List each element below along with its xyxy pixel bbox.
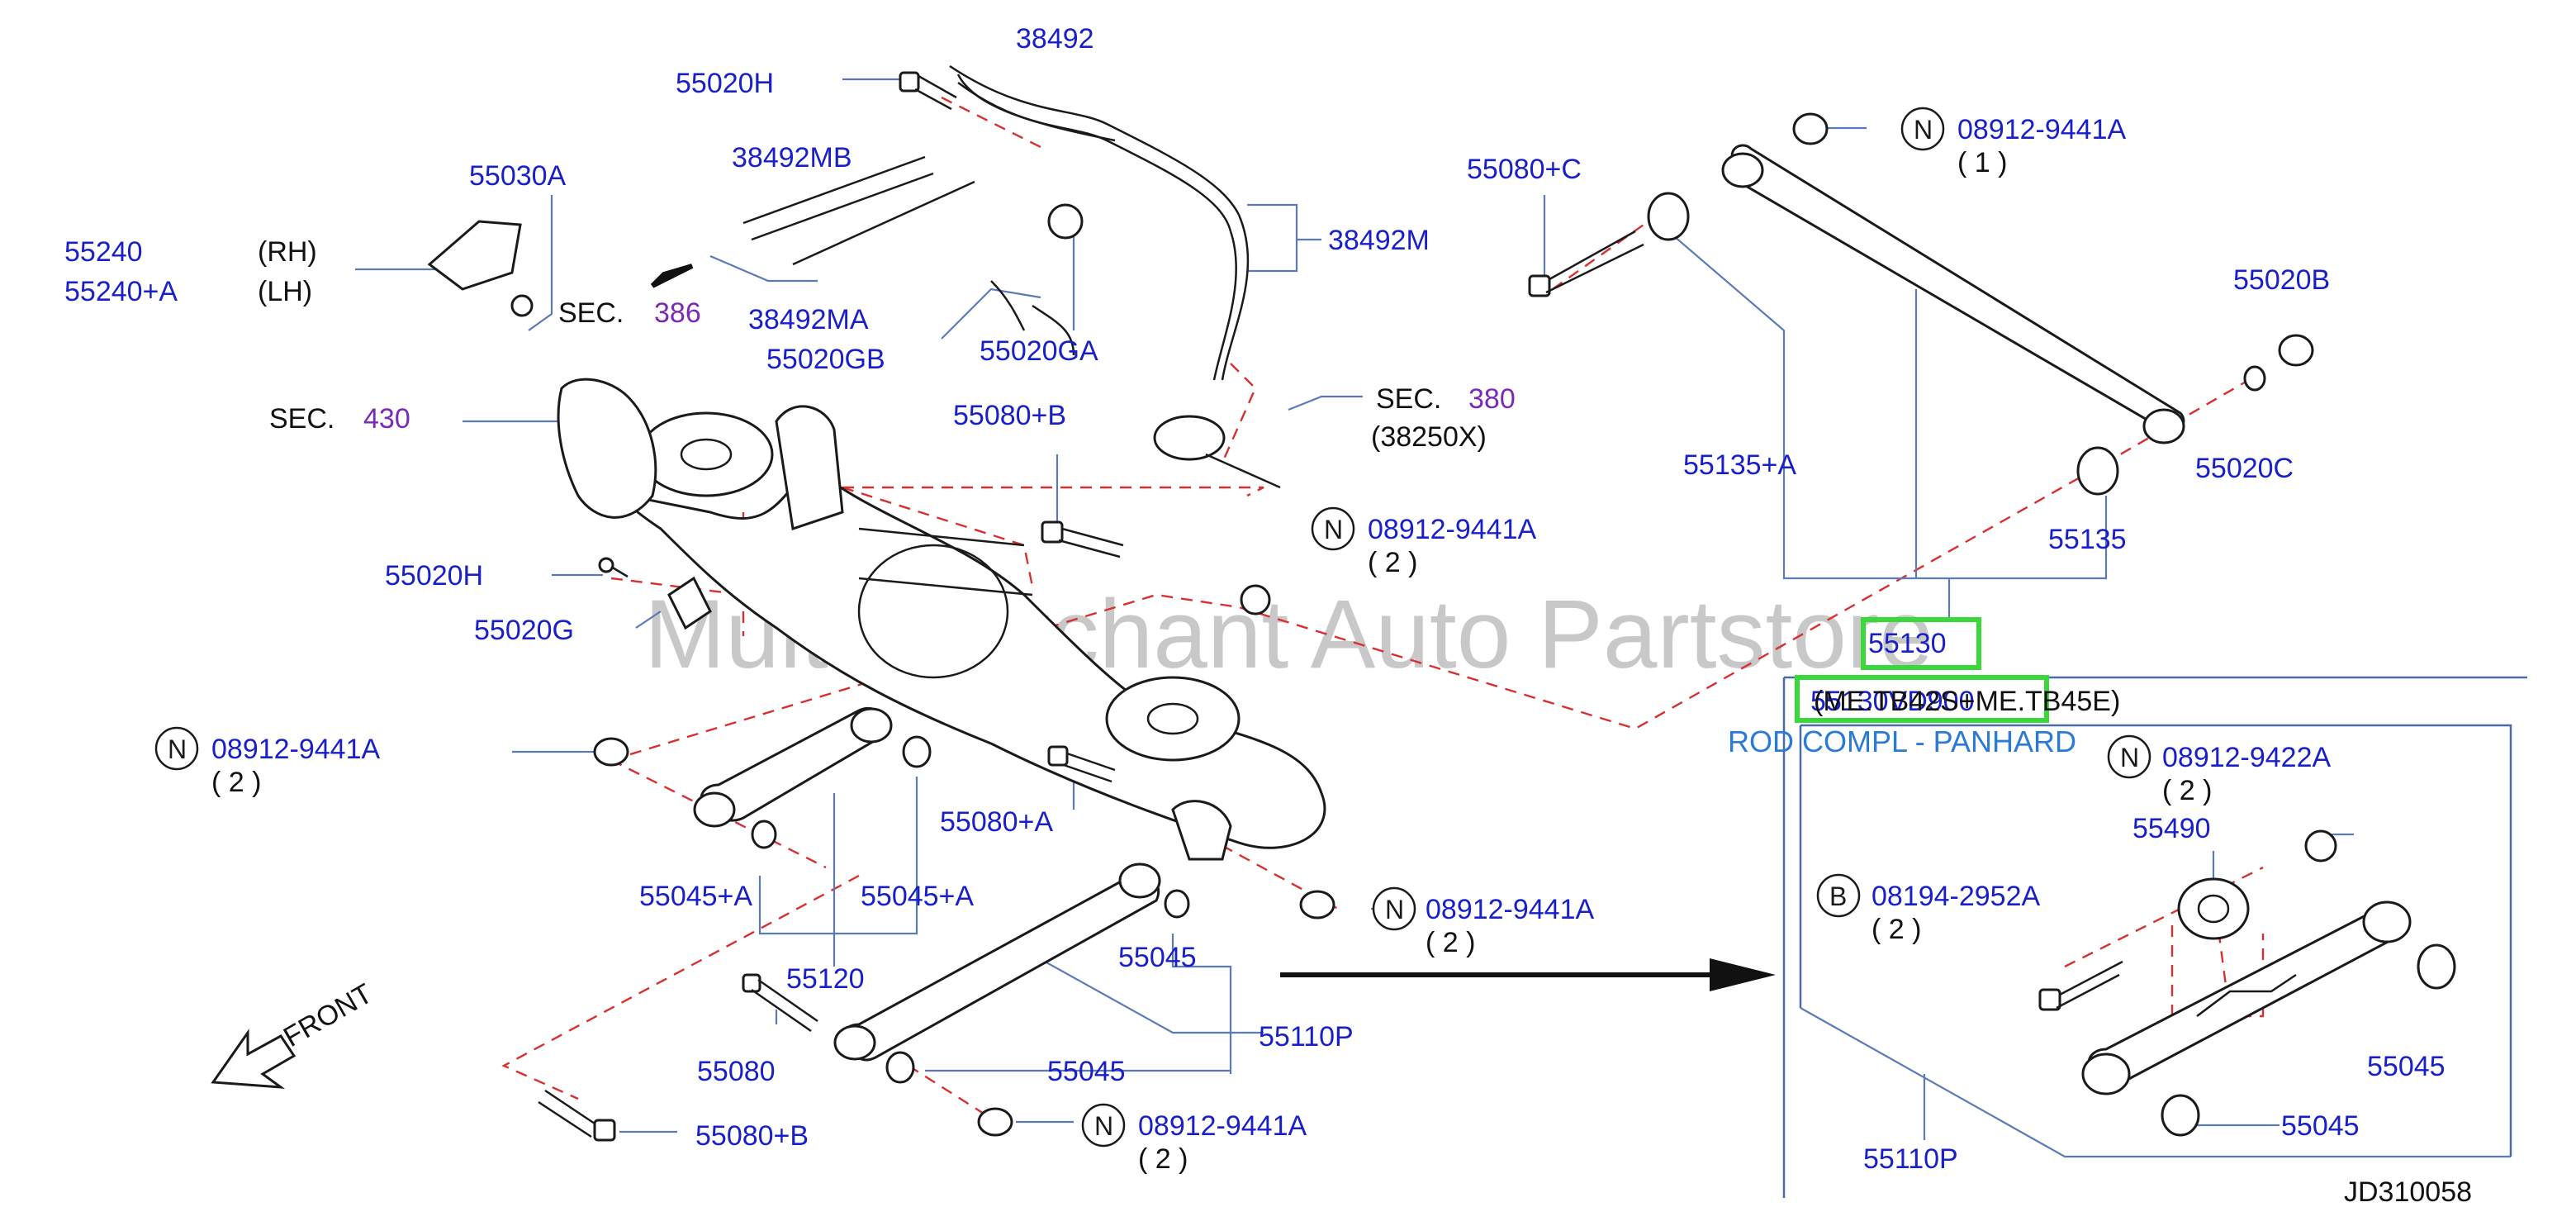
n-symbol-top: N — [1900, 107, 1945, 151]
label-rod-compl: ROD COMPL - PANHARD — [1728, 725, 2076, 758]
label-55030a: 55030A — [469, 160, 567, 192]
label-55045a-left: 55045+A — [639, 881, 752, 912]
part-labels: 38492 55020H 38492MB 55030A 55240 55240+… — [64, 23, 2472, 1208]
n-symbol-right: N — [1372, 886, 1416, 931]
label-sec-word-430: SEC. — [269, 403, 334, 435]
label-55020h-left: 55020H — [385, 560, 483, 592]
label-55080b-mid: 55080+B — [953, 400, 1066, 431]
label-sec-word-386: SEC. — [558, 297, 624, 329]
label-sec-430: 430 — [363, 403, 410, 435]
label-55020h-top: 55020H — [676, 68, 774, 99]
label-55080a: 55080+A — [940, 806, 1053, 838]
label-n-mid-part: 08912-9441A — [1368, 514, 1537, 545]
label-55020gb: 55020GB — [766, 344, 885, 375]
label-55240a: 55240+A — [64, 276, 178, 307]
label-55020b: 55020B — [2233, 264, 2330, 296]
highlight-55130vd900 — [1795, 675, 2049, 723]
svg-text:N: N — [1914, 115, 1933, 145]
label-front: FRONT — [278, 977, 377, 1053]
symbols: N N N N N N B — [154, 107, 2151, 1148]
label-model: (ME.TB42S+ME.TB45E) — [1814, 686, 2120, 717]
label-55045-a: 55045 — [1118, 942, 1197, 973]
label-55130vd900: 55130VD900 — [1810, 686, 1975, 717]
svg-text:N: N — [2120, 743, 2139, 772]
label-n-right-qty: ( 2 ) — [1426, 927, 1475, 958]
label-55045a-right: 55045+A — [861, 881, 974, 912]
leader-lines — [355, 78, 2511, 1158]
label-55020c: 55020C — [2195, 453, 2294, 484]
highlight-55130 — [1861, 617, 1981, 670]
label-55020ga: 55020GA — [980, 335, 1098, 367]
label-sec-380: 380 — [1468, 383, 1516, 415]
b-symbol-inset: B — [1816, 873, 1861, 918]
label-55045-b: 55045 — [1047, 1056, 1126, 1087]
label-55110p-main: 55110P — [1259, 1021, 1354, 1053]
label-n-right-part: 08912-9441A — [1426, 894, 1595, 925]
svg-text:B: B — [1829, 881, 1847, 911]
label-55110p-inset: 55110P — [1863, 1143, 1958, 1175]
label-n-left-part: 08912-9441A — [211, 734, 381, 765]
label-n-top-part: 08912-9441A — [1957, 114, 2127, 145]
svg-text:N: N — [1324, 515, 1343, 544]
label-55020g: 55020G — [474, 615, 574, 646]
label-n-bottom-part: 08912-9441A — [1138, 1110, 1307, 1142]
label-55130: 55130 — [1868, 628, 1947, 659]
label-sec-word-380: SEC. — [1376, 383, 1441, 415]
label-55045-inset-b: 55045 — [2281, 1110, 2360, 1142]
label-55080c: 55080+C — [1467, 154, 1582, 185]
svg-text:N: N — [1385, 895, 1404, 924]
label-n-bottom-qty: ( 2 ) — [1138, 1143, 1188, 1175]
label-55135: 55135 — [2048, 524, 2127, 555]
label-38492ma: 38492MA — [748, 304, 869, 335]
label-55045-inset-a: 55045 — [2367, 1051, 2446, 1082]
label-38492mb: 38492MB — [732, 142, 852, 173]
label-n-left-qty: ( 2 ) — [211, 767, 261, 798]
label-b-inset-part: 08194-2952A — [1872, 881, 2041, 912]
n-symbol-left: N — [154, 726, 199, 771]
highlight-boxes — [1795, 617, 2049, 723]
label-n-inset-qty: ( 2 ) — [2162, 775, 2212, 806]
label-55120: 55120 — [786, 963, 865, 995]
label-38250x: (38250X) — [1371, 421, 1487, 453]
label-55080: 55080 — [697, 1056, 776, 1087]
n-symbol-bottom: N — [1081, 1103, 1126, 1148]
label-55240: 55240 — [64, 236, 143, 268]
label-n-mid-qty: ( 2 ) — [1368, 547, 1417, 578]
label-n-top-qty: ( 1 ) — [1957, 147, 2007, 178]
svg-text:N: N — [1094, 1111, 1113, 1141]
label-lh: (LH) — [258, 276, 312, 307]
svg-text:N: N — [168, 734, 187, 764]
label-sec-386: 386 — [654, 297, 701, 329]
label-b-inset-qty: ( 2 ) — [1872, 914, 1921, 945]
label-55080b-bottom: 55080+B — [695, 1120, 809, 1152]
label-38492: 38492 — [1016, 23, 1094, 55]
n-symbol-mid: N — [1311, 506, 1355, 551]
parts-artwork — [211, 64, 2456, 1142]
n-symbol-inset: N — [2107, 734, 2151, 779]
label-rh: (RH) — [258, 236, 317, 268]
label-38492m: 38492M — [1328, 225, 1430, 256]
label-55135a: 55135+A — [1683, 449, 1796, 481]
label-n-inset-part: 08912-9422A — [2162, 742, 2332, 773]
label-diagram-id: JD310058 — [2344, 1176, 2472, 1208]
label-55490: 55490 — [2132, 813, 2211, 844]
